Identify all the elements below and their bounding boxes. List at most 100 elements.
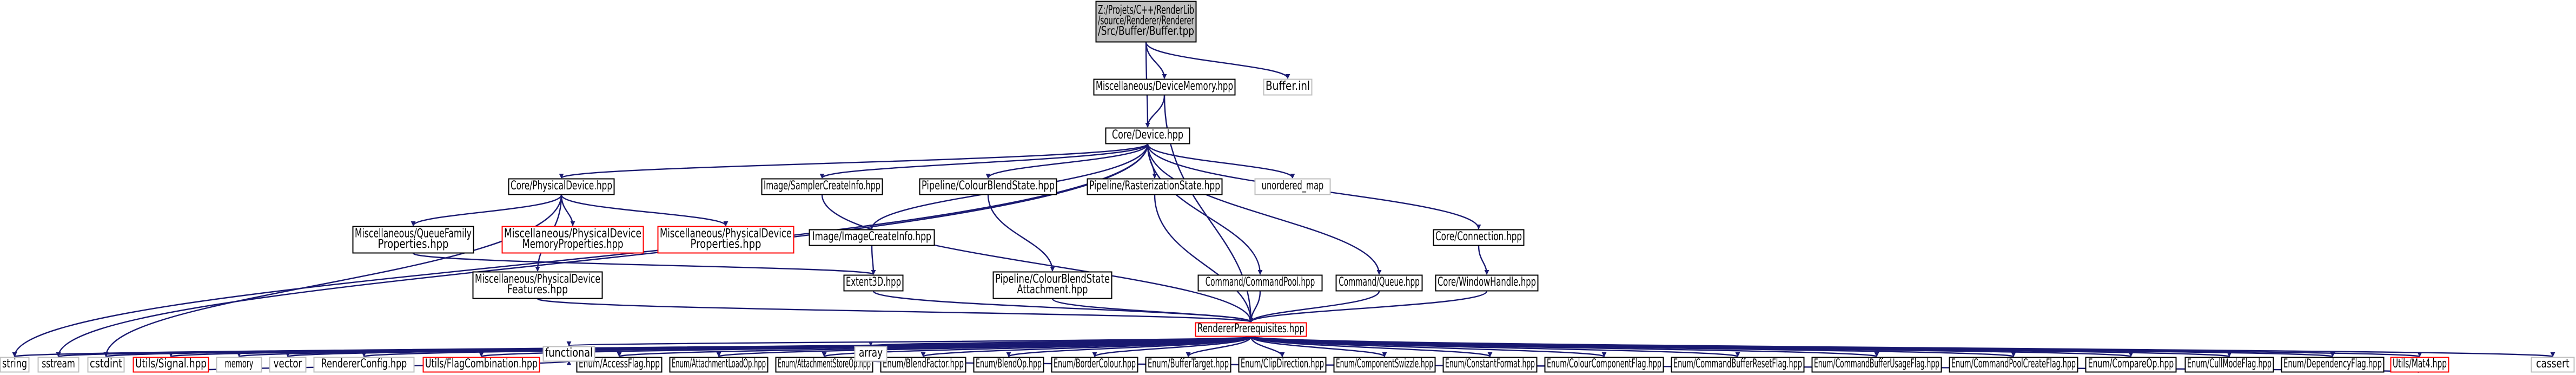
edge-device-to-physdev bbox=[559, 143, 1149, 179]
edge-root-to-bufferinl bbox=[1145, 42, 1290, 79]
node-box bbox=[1254, 178, 1331, 195]
edge-winhandle-to-prereq bbox=[1248, 291, 1488, 323]
node-cmdqueue[interactable]: Command/Queue.hpp bbox=[1335, 274, 1423, 292]
node-label: Enum/AttachmentLoadOp.hpp bbox=[672, 357, 766, 371]
node-label: Pipeline/RasterizationState.hpp bbox=[1089, 179, 1220, 193]
node-box bbox=[2184, 357, 2274, 373]
node-box bbox=[1197, 274, 1323, 292]
node-label: Miscellaneous/QueueFamily bbox=[355, 227, 472, 240]
node-string: string bbox=[0, 357, 30, 373]
node-label: /source/Renderer/Renderer bbox=[1098, 14, 1195, 28]
node-label: Miscellaneous/PhysicalDevice bbox=[475, 272, 600, 286]
node-box bbox=[1949, 357, 2078, 373]
node-label: unordered_map bbox=[1262, 179, 1323, 193]
node-constformat[interactable]: Enum/ConstantFormat.hpp bbox=[1442, 357, 1538, 373]
node-winhandle[interactable]: Core/WindowHandle.hpp bbox=[1435, 274, 1539, 292]
node-box bbox=[352, 226, 474, 254]
node-label: string bbox=[2, 357, 27, 371]
node-blendop[interactable]: Enum/BlendOp.hpp bbox=[973, 357, 1044, 373]
node-box bbox=[472, 271, 603, 299]
node-colourcomp[interactable]: Enum/ColourComponentFlag.hpp bbox=[1544, 357, 1664, 373]
node-box bbox=[657, 226, 794, 254]
node-label: RendererPrerequisites.hpp bbox=[1197, 322, 1304, 335]
node-vector: vector bbox=[269, 357, 307, 373]
node-label: Command/Queue.hpp bbox=[1339, 275, 1420, 289]
node-label: Core/WindowHandle.hpp bbox=[1438, 275, 1536, 289]
edge-physdev-to-devprops bbox=[560, 194, 729, 226]
node-label: Pipeline/ColourBlendState.hpp bbox=[922, 179, 1055, 193]
node-box bbox=[422, 357, 540, 373]
node-physdev[interactable]: Core/PhysicalDevice.hpp bbox=[508, 178, 615, 195]
node-box bbox=[973, 357, 1044, 373]
node-box bbox=[843, 274, 904, 292]
node-sstream: sstream bbox=[37, 357, 80, 373]
node-label: functional bbox=[545, 346, 593, 360]
node-box bbox=[1051, 357, 1138, 373]
node-imagecreate[interactable]: Image/ImageCreateInfo.hpp bbox=[809, 229, 935, 246]
node-extent[interactable]: Extent3D.hpp bbox=[843, 274, 904, 292]
node-label: Enum/ComponentSwizzle.hpp bbox=[1336, 357, 1433, 371]
edge-prereq-to-compswizzle bbox=[1250, 335, 1387, 358]
node-signal[interactable]: Utils/Signal.hpp bbox=[133, 357, 209, 373]
node-cpcreate[interactable]: Enum/CommandPoolCreateFlag.hpp bbox=[1949, 357, 2078, 373]
node-label: array bbox=[859, 346, 883, 360]
edge-device-to-colourblend bbox=[985, 143, 1149, 179]
node-cullmode[interactable]: Enum/CullModeFlag.hpp bbox=[2184, 357, 2274, 373]
node-label: Miscellaneous/PhysicalDevice bbox=[660, 227, 792, 240]
node-box bbox=[1093, 78, 1236, 96]
node-cbreset[interactable]: Enum/CommandBufferResetFlag.hpp bbox=[1671, 357, 1805, 373]
node-prereq[interactable]: RendererPrerequisites.hpp bbox=[1195, 322, 1307, 337]
node-devmem[interactable]: Miscellaneous/DeviceMemory.hpp bbox=[1093, 78, 1236, 96]
node-cbusage[interactable]: Enum/CommandBufferUsageFlag.hpp bbox=[1811, 357, 1942, 373]
node-label: Enum/BlendFactor.hpp bbox=[883, 357, 964, 371]
node-mat4[interactable]: Utils/Mat4.hpp bbox=[2390, 357, 2449, 373]
edge-queuefam-to-extent bbox=[412, 252, 876, 275]
node-box bbox=[508, 178, 615, 195]
node-bufferinl: Buffer.inl bbox=[1263, 78, 1313, 96]
edge-layer bbox=[12, 42, 2555, 373]
node-devprops[interactable]: Miscellaneous/PhysicalDeviceProperties.h… bbox=[657, 226, 794, 254]
node-device[interactable]: Core/Device.hpp bbox=[1105, 127, 1190, 144]
node-label: Buffer.inl bbox=[1266, 80, 1310, 93]
node-memory: memory bbox=[216, 357, 262, 373]
node-box bbox=[1671, 357, 1805, 373]
node-depflag[interactable]: Enum/DependencyFlag.hpp bbox=[2281, 357, 2385, 373]
edge-devmem-to-device bbox=[1145, 95, 1166, 128]
node-label: Core/PhysicalDevice.hpp bbox=[511, 179, 612, 193]
node-box bbox=[854, 346, 888, 362]
node-sampler[interactable]: Image/SamplerCreateInfo.hpp bbox=[761, 178, 883, 195]
node-compareop[interactable]: Enum/CompareOp.hpp bbox=[2085, 357, 2177, 373]
node-box bbox=[1544, 357, 1664, 373]
node-clipdir[interactable]: Enum/ClipDirection.hpp bbox=[1238, 357, 1327, 373]
node-blendfactor[interactable]: Enum/BlendFactor.hpp bbox=[880, 357, 966, 373]
node-bordercolour[interactable]: Enum/BorderColour.hpp bbox=[1051, 357, 1138, 373]
node-umap: unordered_map bbox=[1254, 178, 1331, 195]
node-attload[interactable]: Enum/AttachmentLoadOp.hpp bbox=[669, 357, 769, 373]
node-root[interactable]: Z:/Projets/C++/RenderLib/source/Renderer… bbox=[1095, 1, 1197, 43]
node-box bbox=[1811, 357, 1942, 373]
node-memprops[interactable]: Miscellaneous/PhysicalDeviceMemoryProper… bbox=[501, 226, 644, 254]
node-colourblend[interactable]: Pipeline/ColourBlendState.hpp bbox=[919, 178, 1057, 195]
edge-cmdqueue-to-prereq bbox=[1248, 291, 1380, 323]
node-label: Core/Device.hpp bbox=[1112, 128, 1183, 142]
node-label: Miscellaneous/PhysicalDevice bbox=[504, 227, 641, 240]
node-connection[interactable]: Core/Connection.hpp bbox=[1433, 229, 1525, 246]
node-box bbox=[1442, 357, 1538, 373]
node-label: Miscellaneous/DeviceMemory.hpp bbox=[1096, 80, 1233, 93]
node-box bbox=[992, 271, 1112, 299]
node-label: Enum/ConstantFormat.hpp bbox=[1445, 357, 1535, 371]
node-raster[interactable]: Pipeline/RasterizationState.hpp bbox=[1087, 178, 1223, 195]
node-label: Attachment.hpp bbox=[1017, 283, 1088, 297]
node-label: cassert bbox=[2536, 357, 2570, 371]
node-cmdpool[interactable]: Command/CommandPool.hpp bbox=[1197, 274, 1323, 292]
node-flagcomb[interactable]: Utils/FlagCombination.hpp bbox=[422, 357, 540, 373]
node-buffertarget[interactable]: Enum/BufferTarget.hpp bbox=[1145, 357, 1231, 373]
node-compswizzle[interactable]: Enum/ComponentSwizzle.hpp bbox=[1333, 357, 1436, 373]
node-label: Enum/ClipDirection.hpp bbox=[1241, 357, 1324, 371]
node-box bbox=[1263, 78, 1313, 96]
